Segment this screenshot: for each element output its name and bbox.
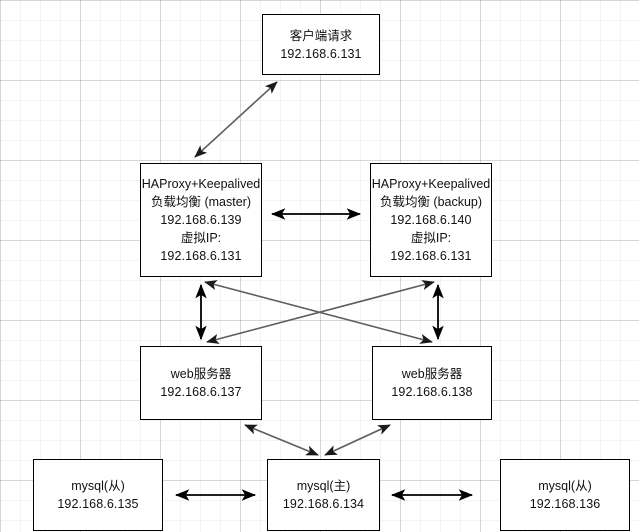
web-server-1-ip: 192.168.6.137: [160, 385, 242, 399]
link-web2-to-mysql-master: [324, 424, 391, 456]
haproxy-master-role: 负载均衡 (master): [150, 195, 251, 209]
mysql-slave-left-ip: 192.168.6.135: [57, 497, 139, 511]
haproxy-backup-vip-label: 虚拟IP:: [410, 231, 452, 245]
mysql-master-label: mysql(主): [296, 479, 351, 493]
haproxy-backup-role: 负载均衡 (backup): [379, 195, 483, 209]
node-haproxy-master[interactable]: HAProxy+Keepalived 负载均衡 (master) 192.168…: [140, 163, 262, 277]
web-server-2-label: web服务器: [401, 367, 463, 381]
web-server-2-ip: 192.168.6.138: [391, 385, 473, 399]
node-haproxy-backup[interactable]: HAProxy+Keepalived 负载均衡 (backup) 192.168…: [370, 163, 492, 277]
node-client-request[interactable]: 客户端请求 192.168.6.131: [262, 14, 380, 75]
haproxy-master-ip: 192.168.6.139: [160, 213, 242, 227]
node-web-server-1[interactable]: web服务器 192.168.6.137: [140, 346, 262, 420]
client-request-ip: 192.168.6.131: [280, 46, 362, 61]
link-web1-to-mysql-master: [244, 424, 319, 456]
haproxy-master-title: HAProxy+Keepalived: [141, 177, 261, 191]
mysql-slave-left-label: mysql(从): [71, 479, 125, 493]
haproxy-backup-ip: 192.168.6.140: [390, 213, 472, 227]
node-mysql-slave-right[interactable]: mysql(从) 192.168.136: [500, 459, 630, 531]
mysql-slave-right-ip: 192.168.136: [529, 497, 601, 511]
mysql-master-ip: 192.168.6.134: [282, 497, 365, 511]
client-request-label: 客户端请求: [289, 28, 353, 43]
haproxy-backup-title: HAProxy+Keepalived: [371, 177, 491, 191]
web-server-1-label: web服务器: [170, 367, 232, 381]
haproxy-master-vip-label: 虚拟IP:: [180, 231, 222, 245]
link-client-to-haproxy-master: [194, 81, 278, 158]
link-haproxy-backup-to-web1: [206, 280, 435, 344]
haproxy-backup-vip: 192.168.6.131: [390, 249, 472, 263]
node-mysql-master[interactable]: mysql(主) 192.168.6.134: [267, 459, 380, 531]
node-mysql-slave-left[interactable]: mysql(从) 192.168.6.135: [33, 459, 163, 531]
node-web-server-2[interactable]: web服务器 192.168.6.138: [372, 346, 492, 420]
mysql-slave-right-label: mysql(从): [538, 479, 592, 493]
haproxy-master-vip: 192.168.6.131: [160, 249, 242, 263]
